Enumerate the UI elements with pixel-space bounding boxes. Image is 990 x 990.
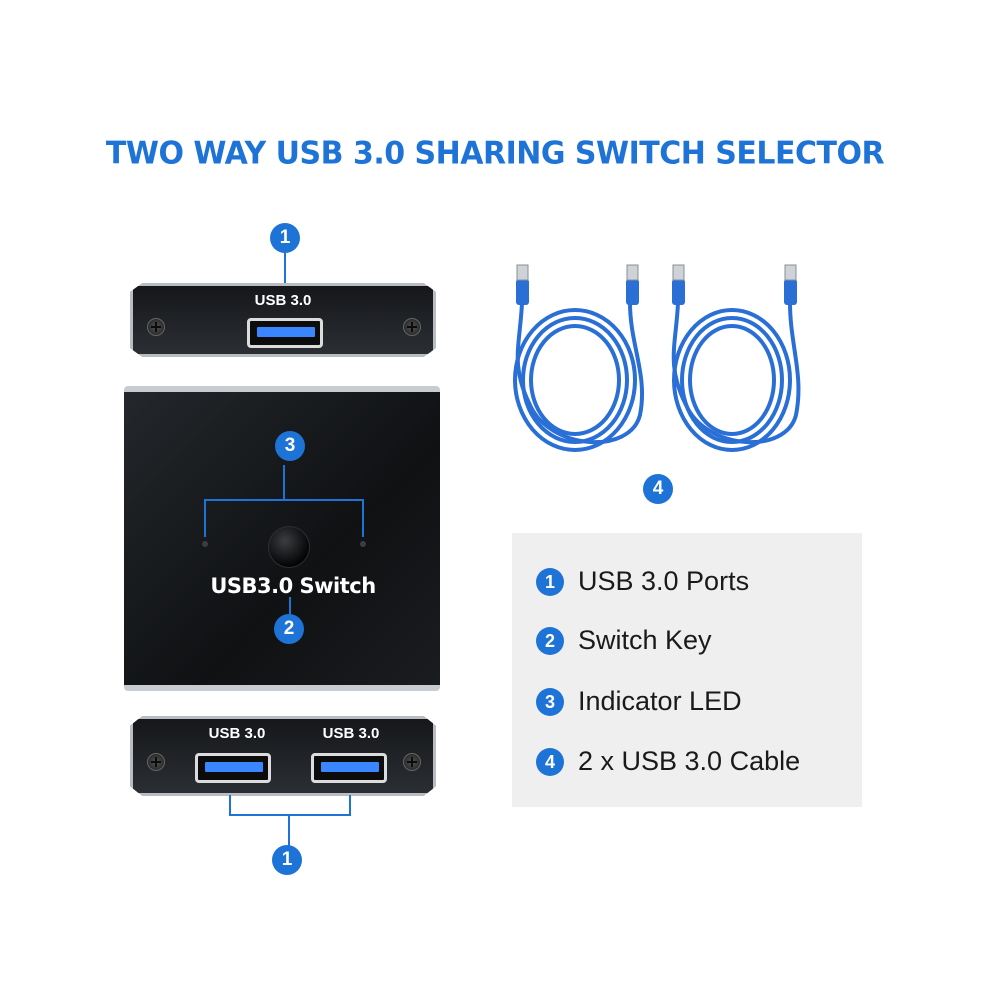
legend-label: USB 3.0 Ports: [578, 566, 750, 596]
legend-label: Switch Key: [578, 625, 712, 655]
top-port-panel: USB 3.0: [130, 283, 436, 357]
screw-icon: [147, 318, 165, 336]
legend-number: 3: [536, 687, 564, 716]
legend-item: 4 2 x USB 3.0 Cable: [536, 746, 800, 777]
port-label: USB 3.0: [254, 292, 312, 309]
callout-badge-indicator-led: 3: [275, 431, 305, 461]
legend-label: 2 x USB 3.0 Cable: [578, 746, 801, 776]
callout-line-top: [284, 252, 286, 290]
usb-port: [311, 753, 387, 783]
switch-key-button[interactable]: [268, 526, 310, 568]
indicator-led: [360, 541, 366, 547]
legend-panel: 1 USB 3.0 Ports 2 Switch Key 3 Indicator…: [512, 533, 862, 807]
screw-icon: [403, 753, 421, 771]
legend-number: 2: [536, 626, 564, 655]
callout-badge-top-ports: 1: [270, 223, 300, 253]
led-bracket: [204, 499, 364, 501]
usb-port: [247, 318, 323, 348]
usb-cable-icon: [513, 302, 645, 452]
screw-icon: [147, 753, 165, 771]
device-label: USB3.0 Switch: [210, 574, 376, 598]
usb-cables-image: [513, 264, 801, 452]
callout-badge-cables: 4: [643, 474, 673, 504]
legend-number: 1: [536, 567, 564, 596]
legend-number: 4: [536, 747, 564, 776]
indicator-led: [202, 541, 208, 547]
port-bracket: [229, 814, 351, 816]
page-title: TWO WAY USB 3.0 SHARING SWITCH SELECTOR: [105, 135, 885, 172]
usb-cable-icon: [671, 302, 801, 452]
legend-item: 2 Switch Key: [536, 625, 712, 656]
screw-icon: [403, 318, 421, 336]
legend-label: Indicator LED: [578, 686, 742, 716]
bottom-port-panel: USB 3.0 USB 3.0: [130, 716, 436, 796]
legend-item: 1 USB 3.0 Ports: [536, 566, 749, 597]
callout-badge-bottom-ports: 1: [272, 845, 302, 875]
usb-port: [195, 753, 271, 783]
port-label: USB 3.0: [322, 725, 380, 742]
port-label: USB 3.0: [208, 725, 266, 742]
callout-badge-switch-key: 2: [274, 614, 304, 644]
legend-item: 3 Indicator LED: [536, 686, 742, 717]
